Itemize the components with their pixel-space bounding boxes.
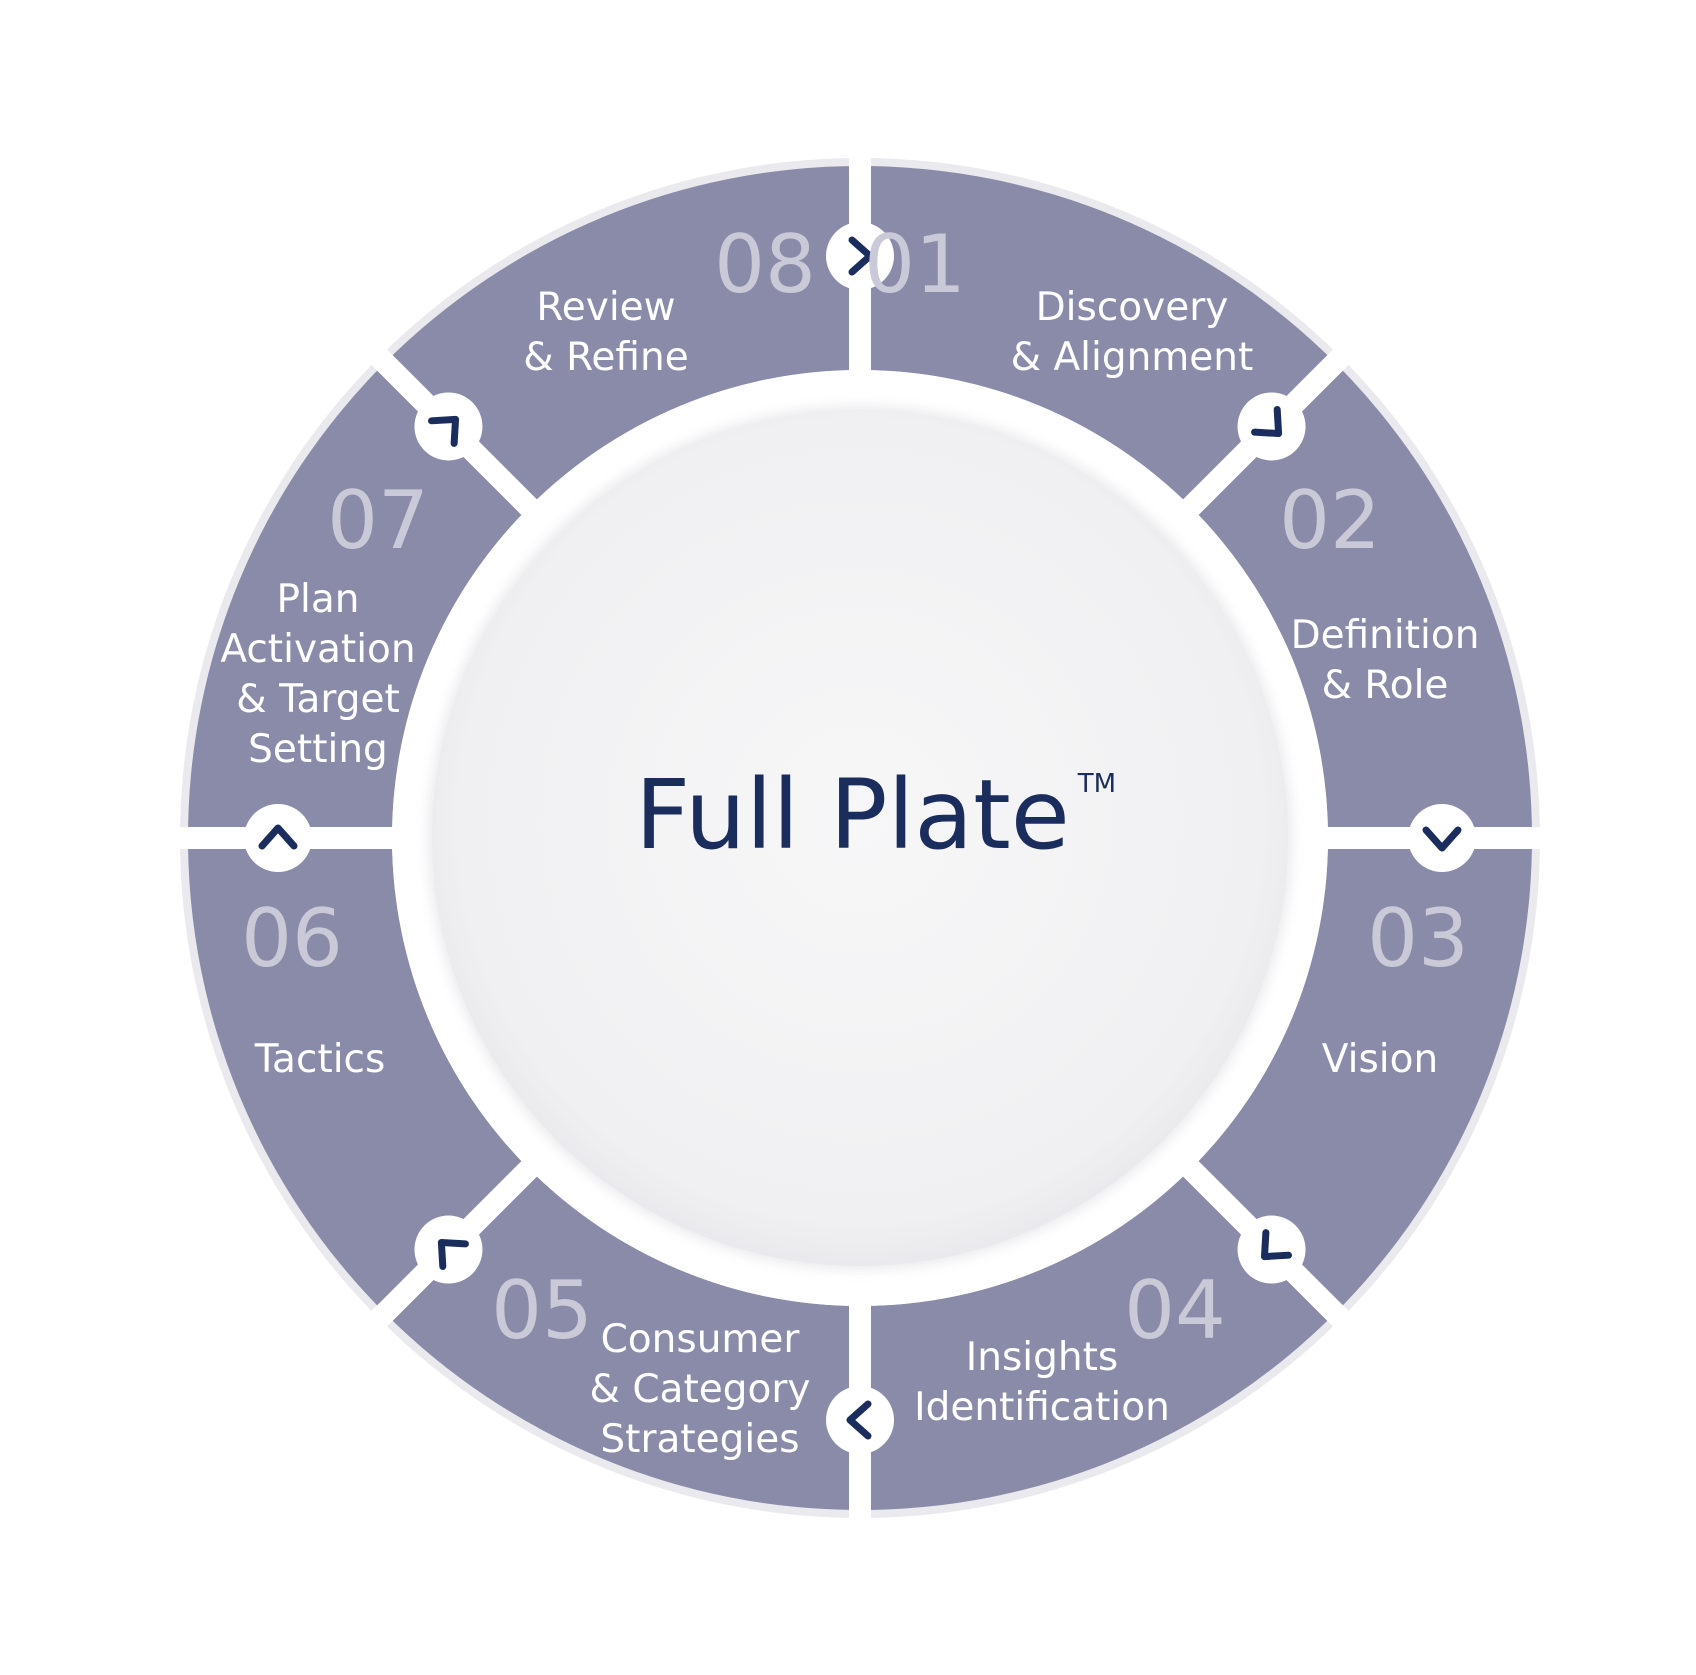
chevron-icon	[826, 1386, 894, 1454]
chevron-icon	[1237, 392, 1306, 461]
chevron-icon	[826, 222, 894, 290]
step-number-06: 06	[241, 892, 343, 985]
step-number-08: 08	[714, 218, 816, 311]
step-label-02: Definition& Role	[1291, 613, 1480, 708]
segment-ring	[188, 166, 1532, 1510]
segment-02	[1190, 362, 1532, 838]
chevron-icon	[414, 392, 483, 461]
step-number-07: 07	[327, 474, 429, 567]
chevron-icon	[1237, 1215, 1306, 1284]
step-arrows	[244, 222, 1476, 1454]
segment-03	[1190, 838, 1532, 1314]
title-text: Full Plate	[635, 759, 1070, 871]
segment-07	[188, 362, 530, 838]
segment-06	[188, 838, 530, 1314]
chevron-icon	[414, 1215, 483, 1284]
segment-05	[384, 1168, 860, 1510]
chevron-icon	[244, 804, 312, 872]
step-number-03: 03	[1367, 892, 1469, 985]
step-label-01: Discovery& Alignment	[1011, 285, 1254, 380]
trademark: TM	[1077, 769, 1116, 799]
chevron-icon	[1408, 804, 1476, 872]
step-label-08: Review& Refine	[523, 285, 688, 380]
step-label-06: Tactics	[254, 1037, 386, 1082]
segment-01	[860, 166, 1336, 508]
step-number-05: 05	[491, 1264, 593, 1357]
step-number-04: 04	[1124, 1264, 1226, 1357]
segment-04	[860, 1168, 1336, 1510]
plate-center	[432, 410, 1288, 1266]
segment-08	[384, 166, 860, 508]
step-label-03: Vision	[1322, 1037, 1438, 1082]
step-number-01: 01	[864, 218, 966, 311]
step-number-02: 02	[1279, 474, 1381, 567]
